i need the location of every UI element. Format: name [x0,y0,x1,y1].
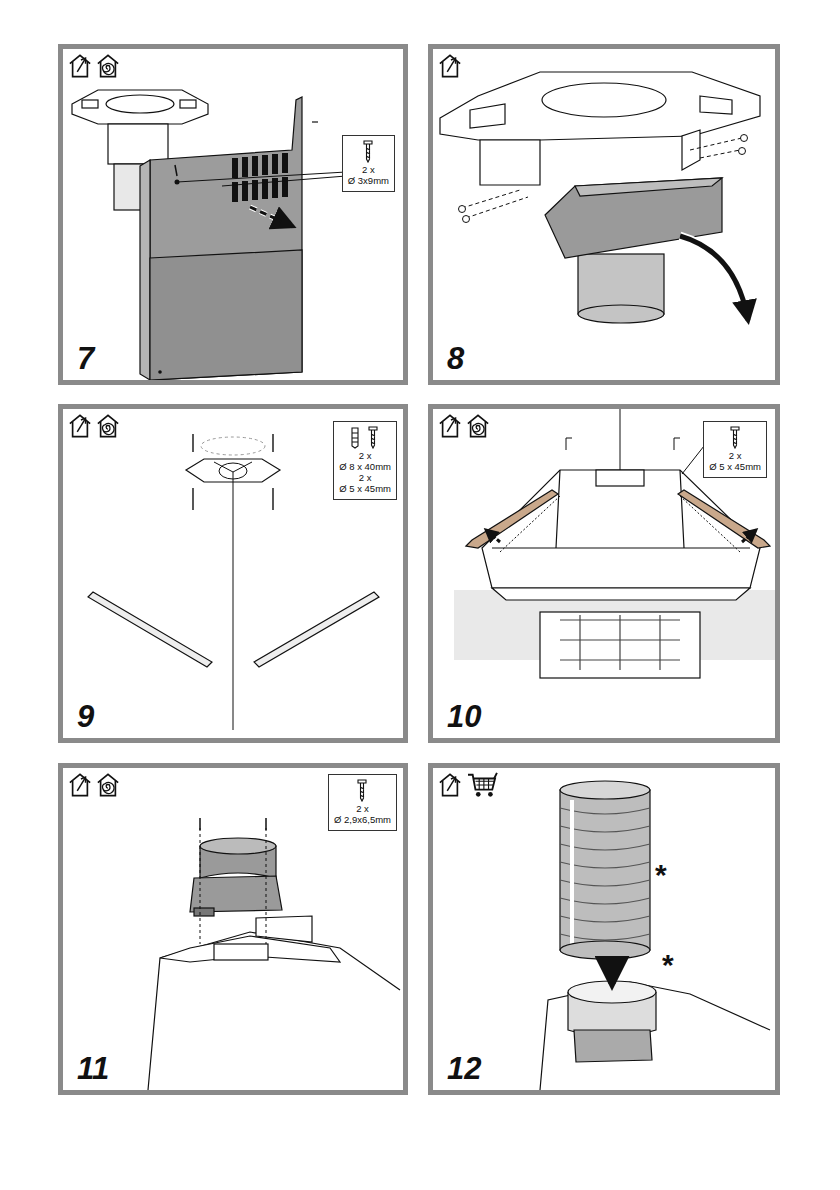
step-panel: 7 2 xØ 3x9mm [58,44,408,385]
fastener-spec: Ø 8 x 40mm [339,462,391,473]
fastener-spec-box: 2 xØ 2,9x6,5mm [328,774,397,831]
step-panel: 12 [428,763,780,1095]
step-number: 9 [77,701,94,732]
optional-part-mark: * [655,860,667,890]
fastener-spec: 2 x [339,451,391,462]
fastener-spec-box: 2 xØ 5 x 45mm [703,421,767,478]
step-number: 7 [77,343,94,374]
plug-screw-icon [347,425,383,449]
step-number: 11 [77,1053,109,1084]
step-panel: 8 [428,44,780,385]
fastener-spec-box: 2 xØ 3x9mm [342,135,395,192]
screw-icon [361,139,375,163]
fastener-spec: Ø 5 x 45mm [709,462,761,473]
step-number: 8 [447,343,464,374]
fastener-spec: 2 x [339,473,391,484]
screw-icon [728,425,742,449]
fastener-spec: 2 x [334,804,391,815]
fastener-spec: 2 x [709,451,761,462]
fastener-spec: Ø 5 x 45mm [339,484,391,495]
fastener-spec: 2 x [348,165,389,176]
optional-part-mark: * [662,950,674,980]
step-panel: 10 2 xØ 5 x 45mm [428,404,780,743]
fastener-spec: Ø 3x9mm [348,176,389,187]
step-panel: 11 2 xØ 2,9x6,5mm [58,763,408,1095]
step-panel: 92 xØ 8 x 40mm2 xØ 5 x 45mm [58,404,408,743]
screw-icon [355,778,369,802]
fastener-spec-box: 2 xØ 8 x 40mm2 xØ 5 x 45mm [333,421,397,500]
step-number: 12 [447,1053,481,1084]
step-number: 10 [447,701,481,732]
fastener-spec: Ø 2,9x6,5mm [334,815,391,826]
